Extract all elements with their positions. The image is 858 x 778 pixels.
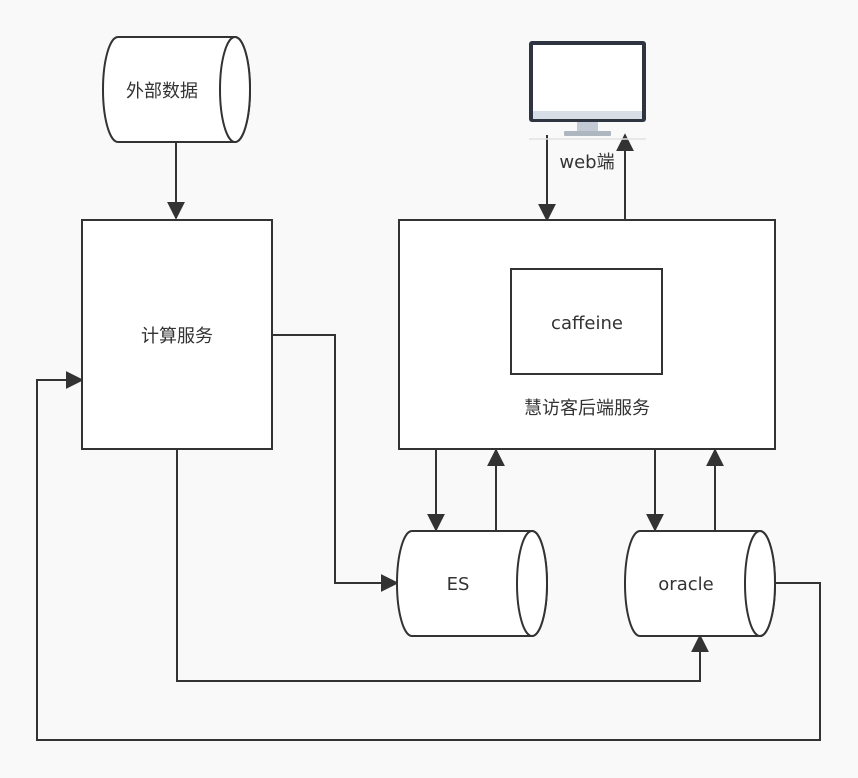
es-label: ES	[447, 574, 470, 595]
compute-service-node: 计算服务	[81, 219, 273, 450]
es-cylinder-end	[516, 530, 548, 637]
external-data-cylinder-end	[219, 36, 251, 143]
compute-service-label: 计算服务	[141, 326, 213, 347]
backend-service-label: 慧访客后端服务	[524, 398, 650, 419]
edges	[36, 133, 821, 741]
caffeine-cache-label: caffeine	[551, 313, 623, 334]
caffeine-cache-box	[510, 268, 663, 375]
external-data-label: 外部数据	[126, 81, 198, 102]
external-data-node: 外部数据	[102, 36, 251, 143]
oracle-node: oracle	[624, 530, 776, 637]
es-node: ES	[396, 530, 548, 637]
oracle-label: oracle	[658, 574, 713, 595]
web-client-label: web端	[559, 152, 614, 173]
edge-compute-to-es	[272, 334, 399, 592]
backend-service-node: caffeine 慧访客后端服务	[398, 219, 776, 450]
edge-oracle-to-compute	[36, 371, 821, 741]
oracle-cylinder-end	[744, 530, 776, 637]
compute-service-box	[81, 219, 273, 450]
monitor-icon	[529, 41, 646, 140]
edge-compute-to-oracle	[176, 450, 709, 682]
